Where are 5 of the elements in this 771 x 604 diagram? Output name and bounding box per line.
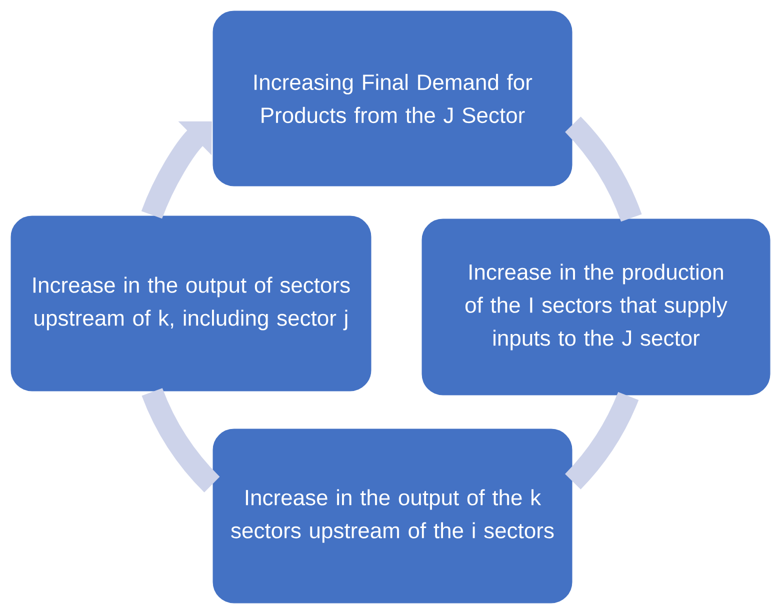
process-box: Increase in the production of the I sectors that supply inputs to the J sector [420,217,771,397]
process-box: Increasing Final Demand for Products from the J Sector [211,9,574,188]
process-box: Increase in the output of sectors upstream of k, including sector j [9,214,373,393]
arrow [141,121,212,219]
process-box: Increase in the output of the k sectors upstream of the i sectors [211,427,574,604]
